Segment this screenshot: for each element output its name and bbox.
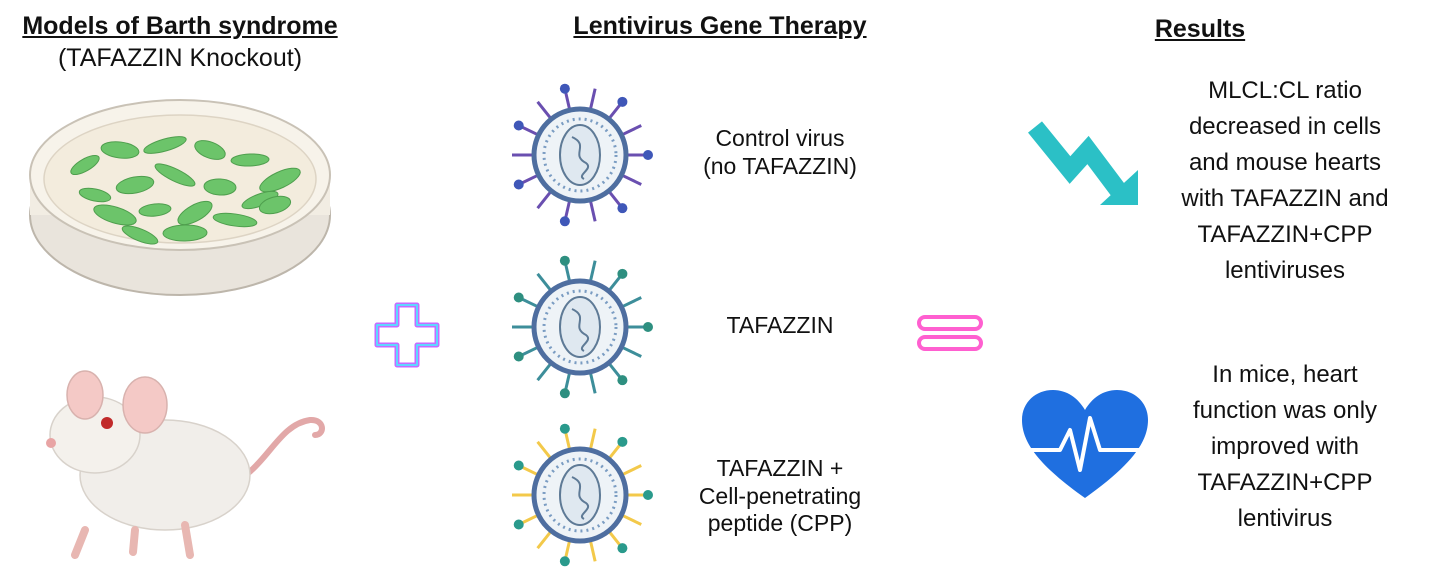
- virus-spike-tip: [559, 388, 570, 399]
- virus-label-tafazzin: TAFAZZIN: [660, 312, 900, 340]
- virus-spike: [588, 260, 597, 283]
- cell-shape: [162, 224, 208, 242]
- virus-matrix: [542, 289, 618, 365]
- cell-shape: [154, 163, 196, 187]
- virus-label-line: Cell-penetrating: [698, 482, 862, 509]
- virus-rna: [571, 476, 589, 520]
- virus-label-line: Control virus: [715, 125, 845, 151]
- result-line: TAFAZZIN+CPP: [1197, 221, 1373, 248]
- mouse-icon: [46, 370, 325, 559]
- virus-spike: [620, 296, 642, 309]
- models-title: Models of Barth syndrome: [22, 12, 338, 40]
- virus-spike: [536, 440, 553, 460]
- virus-spike: [588, 88, 597, 111]
- virus-spike: [620, 173, 642, 186]
- virus-spike: [620, 124, 642, 137]
- virus-spike-tip: [513, 519, 524, 530]
- virus-tafazzin-cpp-icon: [512, 423, 653, 567]
- cell-shape: [121, 225, 159, 245]
- virus-spike-tip: [643, 490, 653, 500]
- result-line: In mice, heart: [1212, 361, 1358, 388]
- virus-control-icon: [512, 83, 653, 227]
- cell-shape: [115, 175, 155, 195]
- virus-spike-tip: [643, 322, 653, 332]
- result-line: and mouse hearts: [1188, 149, 1382, 176]
- virus-rna: [571, 136, 589, 180]
- cell-shape: [258, 195, 292, 215]
- results-title: Results: [1154, 15, 1246, 43]
- plus-sign-icon: [374, 302, 440, 368]
- result-line: MLCL:CL ratio: [1208, 77, 1362, 104]
- cell-shape: [177, 200, 213, 226]
- virus-spike: [536, 272, 553, 292]
- trend-down-arrow-icon: [1028, 121, 1138, 205]
- result-line: improved with: [1210, 433, 1360, 460]
- virus-spike-tip: [643, 150, 653, 160]
- result-line: lentiviruses: [1224, 257, 1346, 284]
- virus-spike: [620, 464, 642, 477]
- cell-shape: [259, 167, 301, 193]
- virus-spike-tip: [617, 543, 628, 554]
- virus-spike: [588, 428, 597, 451]
- virus-spike: [536, 190, 553, 210]
- virus-spike: [536, 530, 553, 550]
- virus-spike-tip: [617, 96, 628, 107]
- virus-label-line: (no TAFAZZIN): [703, 152, 857, 179]
- virus-spike-tip: [617, 203, 628, 214]
- virus-matrix: [542, 117, 618, 193]
- virus-matrix: [542, 457, 618, 533]
- cell-shape: [143, 136, 187, 154]
- virus-spike-tip: [513, 351, 524, 362]
- equals-sign-icon: [917, 315, 983, 351]
- result-line: lentivirus: [1237, 505, 1333, 532]
- virus-rna: [571, 308, 589, 352]
- virus-spike: [588, 371, 597, 394]
- result-text-heart: In mice, heart function was only improve…: [1150, 357, 1420, 537]
- virus-spike-tip: [559, 423, 570, 434]
- cell-shape: [78, 187, 112, 203]
- cell-shape: [138, 203, 172, 217]
- virus-spike-tip: [559, 556, 570, 567]
- virus-spike: [536, 362, 553, 382]
- cell-shape: [70, 154, 100, 176]
- result-text-ratio: MLCL:CL ratio decreased in cells and mou…: [1150, 73, 1420, 289]
- virus-label-line: TAFAZZIN: [726, 312, 834, 338]
- virus-spike: [588, 199, 597, 222]
- virus-spike-tip: [559, 83, 570, 94]
- petri-dish-icon: [29, 99, 331, 296]
- result-line: with TAFAZZIN and: [1181, 185, 1389, 212]
- virus-spike: [588, 539, 597, 562]
- cell-shape: [203, 178, 237, 196]
- virus-label-control: Control virus (no TAFAZZIN): [660, 125, 900, 180]
- virus-spike-tip: [559, 216, 570, 227]
- virus-spike-tip: [513, 120, 524, 131]
- virus-label-line: peptide (CPP): [707, 510, 853, 537]
- virus-spike-tip: [617, 436, 628, 447]
- cell-shape: [194, 140, 226, 160]
- result-line: function was only: [1192, 397, 1378, 424]
- virus-spike: [620, 345, 642, 358]
- virus-spike-tip: [559, 255, 570, 266]
- result-line: TAFAZZIN+CPP: [1197, 469, 1373, 496]
- virus-spike-tip: [617, 268, 628, 279]
- result-line: decreased in cells: [1188, 113, 1382, 140]
- models-subtitle: (TAFAZZIN Knockout): [57, 44, 303, 72]
- cell-shape: [230, 153, 270, 167]
- cell-shape: [100, 141, 140, 159]
- virus-spike: [536, 100, 553, 120]
- virus-tafazzin-icon: [512, 255, 653, 399]
- virus-spike: [620, 513, 642, 526]
- virus-spike-tip: [513, 179, 524, 190]
- heartbeat-icon: [1022, 390, 1148, 498]
- virus-spike-tip: [513, 460, 524, 471]
- therapy-title: Lentivirus Gene Therapy: [573, 12, 867, 40]
- virus-spike-tip: [513, 292, 524, 303]
- cell-shape: [93, 204, 137, 226]
- virus-spike-tip: [617, 375, 628, 386]
- cell-shape: [212, 212, 258, 228]
- virus-label-line: TAFAZZIN +: [716, 455, 844, 481]
- virus-label-tafazzin-cpp: TAFAZZIN + Cell-penetrating peptide (CPP…: [660, 455, 900, 538]
